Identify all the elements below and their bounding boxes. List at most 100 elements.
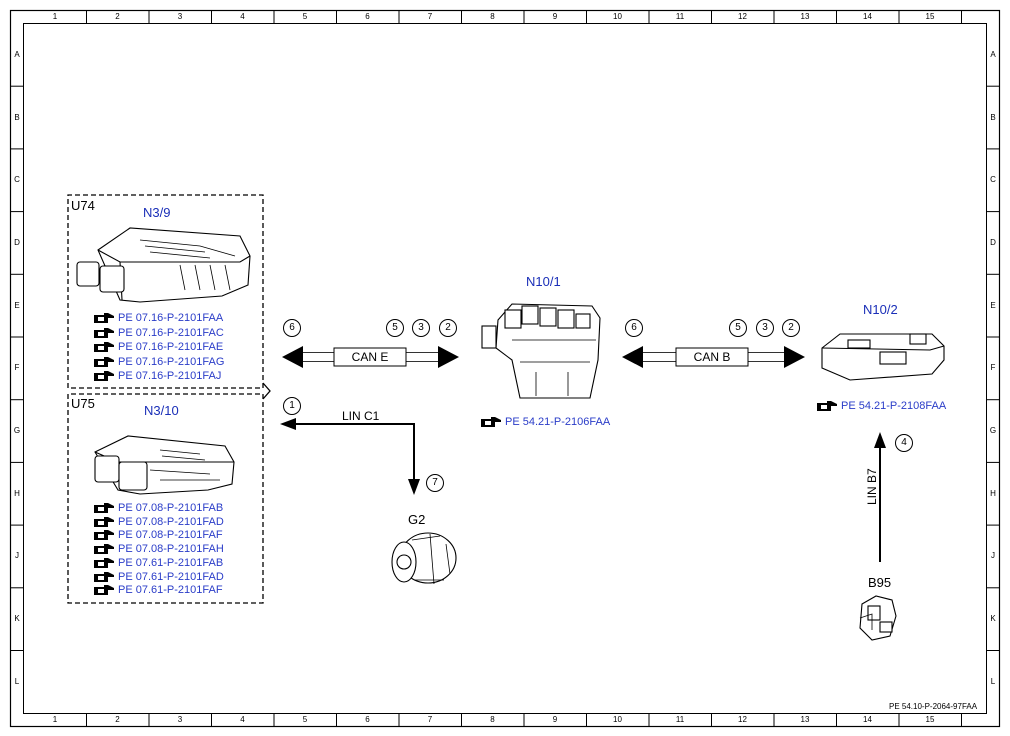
n3-10-unit <box>94 435 235 495</box>
grid-row-label: K <box>14 614 20 624</box>
grid-column-label: 14 <box>863 715 872 724</box>
n3-10-reference[interactable]: PE 07.61-P-2101FAB <box>94 556 223 570</box>
n3-10-reference[interactable]: PE 07.08-P-2101FAH <box>94 542 224 556</box>
grid-column-label: 11 <box>675 715 685 724</box>
reference-hand-icon <box>94 544 114 555</box>
reference-text: PE 07.61-P-2101FAD <box>118 570 224 583</box>
grid-row-label: F <box>14 363 20 373</box>
grid-row-label: E <box>990 300 996 310</box>
grid-row-label: J <box>15 551 19 561</box>
n10-1-reference[interactable]: PE 54.21-P-2106FAA <box>481 415 610 429</box>
grid-column-label: 3 <box>177 12 183 21</box>
reference-text: PE 07.61-P-2101FAF <box>118 584 223 597</box>
reference-text: PE 54.21-P-2106FAA <box>505 416 611 428</box>
n10-2-unit <box>821 333 945 381</box>
grid-column-label: 1 <box>52 12 58 21</box>
n3-10-reference[interactable]: PE 07.61-P-2101FAD <box>94 570 224 584</box>
reference-text: PE 07.08-P-2101FAF <box>118 529 223 542</box>
reference-text: PE 07.61-P-2101FAB <box>118 556 224 569</box>
grid-column-label: 5 <box>302 715 308 724</box>
n3-9-reference[interactable]: PE 07.16-P-2101FAC <box>94 326 224 340</box>
grid-row-label: A <box>990 49 996 59</box>
b95-sensor <box>859 595 897 641</box>
n10-2-reference[interactable]: PE 54.21-P-2108FAA <box>817 399 946 413</box>
u74-group-border <box>67 194 264 389</box>
reference-text: PE 07.16-P-2101FAJ <box>118 370 222 382</box>
grid-column-label: 2 <box>115 715 120 724</box>
grid-column-label: 7 <box>427 715 433 724</box>
marker-4: 4 <box>895 434 913 452</box>
reference-text: PE 07.16-P-2101FAA <box>118 312 224 324</box>
grid-column-label: 11 <box>675 12 685 21</box>
grid-row-label: J <box>991 551 995 561</box>
grid-column-label: 8 <box>490 12 495 21</box>
g2-alternator <box>391 532 457 585</box>
can-b-label: CAN B <box>693 350 731 364</box>
marker-6-left: 6 <box>283 319 301 337</box>
reference-text: PE 07.16-P-2101FAE <box>118 341 224 353</box>
grid-row-label: H <box>14 488 20 498</box>
reference-text: PE 07.08-P-2101FAB <box>118 502 224 514</box>
grid-row-label: E <box>14 300 20 310</box>
marker-7: 7 <box>426 474 444 492</box>
u75-group-border <box>67 393 264 604</box>
grid-column-label: 6 <box>365 715 370 724</box>
marker-3-right: 3 <box>756 319 774 337</box>
grid-column-label: 15 <box>925 12 935 21</box>
reference-hand-icon <box>94 503 114 513</box>
grid-row-label: C <box>990 175 996 185</box>
grid-row-label: B <box>14 112 20 122</box>
grid-row-label: B <box>990 112 996 122</box>
reference-text: PE 07.08-P-2101FAH <box>118 543 224 556</box>
grid-column-label: 10 <box>613 12 622 21</box>
lin-c1-line <box>294 423 415 480</box>
grid-column-label: 4 <box>240 715 245 724</box>
grid-row-label: G <box>13 426 21 436</box>
reference-text: PE 54.21-P-2108FAA <box>841 400 947 412</box>
grid-column-label: 13 <box>800 715 810 724</box>
grid-column-label: 15 <box>925 715 935 724</box>
reference-text: PE 07.08-P-2101FAD <box>118 515 224 528</box>
n3-10-reference[interactable]: PE 07.61-P-2101FAF <box>94 583 223 597</box>
reference-hand-icon <box>94 342 114 352</box>
n3-9-label: N3/9 <box>143 205 171 220</box>
n3-9-reference[interactable]: PE 07.16-P-2101FAE <box>94 340 223 354</box>
grid-row-label: F <box>990 363 996 373</box>
grid-column-label: 9 <box>552 715 558 724</box>
reference-hand-icon <box>94 571 114 582</box>
n3-9-reference[interactable]: PE 07.16-P-2101FAJ <box>94 369 221 383</box>
grid-column-label: 4 <box>240 12 245 21</box>
n3-10-reference[interactable]: PE 07.08-P-2101FAB <box>94 501 223 515</box>
can-e-label: CAN E <box>351 350 389 364</box>
grid-column-label: 6 <box>365 12 370 21</box>
n3-10-reference[interactable]: PE 07.08-P-2101FAF <box>94 528 223 542</box>
grid-row-label: K <box>990 614 996 624</box>
grid-row-label: L <box>14 676 20 686</box>
reference-hand-icon <box>94 516 114 527</box>
grid-column-label: 3 <box>177 715 183 724</box>
n10-1-unit <box>481 303 601 399</box>
reference-hand-icon <box>94 557 114 568</box>
reference-hand-icon <box>481 417 501 427</box>
can-e-arrow <box>282 346 459 368</box>
n3-9-unit <box>76 227 251 303</box>
reference-hand-icon <box>94 356 114 367</box>
grid-column-label: 14 <box>863 12 872 21</box>
grid-column-label: 9 <box>552 12 558 21</box>
reference-text: PE 07.16-P-2101FAG <box>118 355 225 368</box>
grid-column-label: 5 <box>302 12 308 21</box>
marker-6-right: 6 <box>625 319 643 337</box>
reference-text: PE 07.16-P-2101FAC <box>118 326 224 339</box>
marker-2-left: 2 <box>439 319 457 337</box>
n3-9-reference[interactable]: PE 07.16-P-2101FAG <box>94 355 224 369</box>
grid-row-label: D <box>990 237 996 247</box>
grid-column-label: 12 <box>738 12 747 21</box>
u74-label: U74 <box>71 198 95 213</box>
n3-9-reference[interactable]: PE 07.16-P-2101FAA <box>94 311 223 325</box>
reference-hand-icon <box>94 327 114 338</box>
n3-10-reference[interactable]: PE 07.08-P-2101FAD <box>94 515 224 529</box>
can-b-arrow <box>622 346 805 368</box>
g2-label: G2 <box>408 512 426 527</box>
reference-hand-icon <box>94 313 114 323</box>
n3-10-label: N3/10 <box>144 403 179 418</box>
